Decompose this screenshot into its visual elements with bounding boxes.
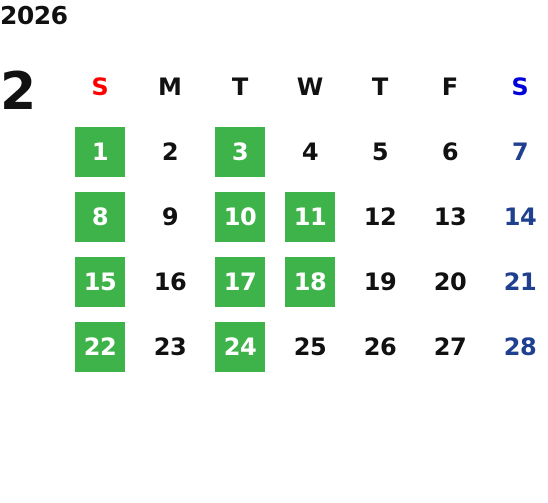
day-cell: 7 xyxy=(485,119,548,184)
weekday-friday: F xyxy=(441,72,459,101)
day-number: 16 xyxy=(153,267,187,296)
day-cell: 1 xyxy=(65,119,135,184)
day-cell: 23 xyxy=(135,314,205,379)
day-cell: 19 xyxy=(345,249,415,314)
day-number: 12 xyxy=(363,202,397,231)
day-number: 20 xyxy=(433,267,467,296)
day-number: 2 xyxy=(161,137,179,166)
day-number: 26 xyxy=(363,332,397,361)
day-cell: 28 xyxy=(485,314,548,379)
day-cell: 14 xyxy=(485,184,548,249)
weekday-tuesday: T xyxy=(231,72,249,101)
day-number: 14 xyxy=(503,202,537,231)
day-cell: 10 xyxy=(205,184,275,249)
day-cell: 6 xyxy=(415,119,485,184)
day-number: 3 xyxy=(215,126,265,177)
weekday-monday: M xyxy=(158,72,182,101)
day-cell: 13 xyxy=(415,184,485,249)
day-number: 6 xyxy=(441,137,459,166)
day-cell: 5 xyxy=(345,119,415,184)
weekday-sunday: S xyxy=(91,72,109,101)
day-number: 4 xyxy=(301,137,319,166)
day-number: 9 xyxy=(161,202,179,231)
day-cell: 3 xyxy=(205,119,275,184)
day-cell: 22 xyxy=(65,314,135,379)
day-cell: 15 xyxy=(65,249,135,314)
day-number: 19 xyxy=(363,267,397,296)
day-number: 10 xyxy=(215,191,265,242)
day-number: 1 xyxy=(75,126,125,177)
weekday-wednesday: W xyxy=(296,72,324,101)
day-cell: 9 xyxy=(135,184,205,249)
day-number: 27 xyxy=(433,332,467,361)
day-cell: 4 xyxy=(275,119,345,184)
day-number: 22 xyxy=(75,321,125,372)
day-number: 17 xyxy=(215,256,265,307)
day-cell: 11 xyxy=(275,184,345,249)
day-cell: 21 xyxy=(485,249,548,314)
month-number: 2 xyxy=(0,62,37,122)
day-number: 23 xyxy=(153,332,187,361)
day-number: 8 xyxy=(75,191,125,242)
calendar-grid: S M T W T F S 1 2 3 4 5 6 7 8 9 10 11 12… xyxy=(65,54,548,379)
day-cell: 16 xyxy=(135,249,205,314)
day-number: 13 xyxy=(433,202,467,231)
day-cell: 12 xyxy=(345,184,415,249)
day-number: 5 xyxy=(371,137,389,166)
day-number: 11 xyxy=(285,191,335,242)
day-cell: 20 xyxy=(415,249,485,314)
day-number: 28 xyxy=(503,332,537,361)
weekday-thursday: T xyxy=(371,72,389,101)
day-number: 21 xyxy=(503,267,537,296)
day-cell: 8 xyxy=(65,184,135,249)
day-cell: 17 xyxy=(205,249,275,314)
day-cell: 26 xyxy=(345,314,415,379)
day-cell: 24 xyxy=(205,314,275,379)
weekday-saturday: S xyxy=(511,72,529,101)
day-number: 15 xyxy=(75,256,125,307)
year-label: 2026 xyxy=(0,1,68,30)
day-cell: 18 xyxy=(275,249,345,314)
day-cell: 27 xyxy=(415,314,485,379)
day-number: 24 xyxy=(215,321,265,372)
day-cell: 25 xyxy=(275,314,345,379)
day-cell: 2 xyxy=(135,119,205,184)
day-number: 25 xyxy=(293,332,327,361)
day-number: 18 xyxy=(285,256,335,307)
day-number: 7 xyxy=(511,137,529,166)
